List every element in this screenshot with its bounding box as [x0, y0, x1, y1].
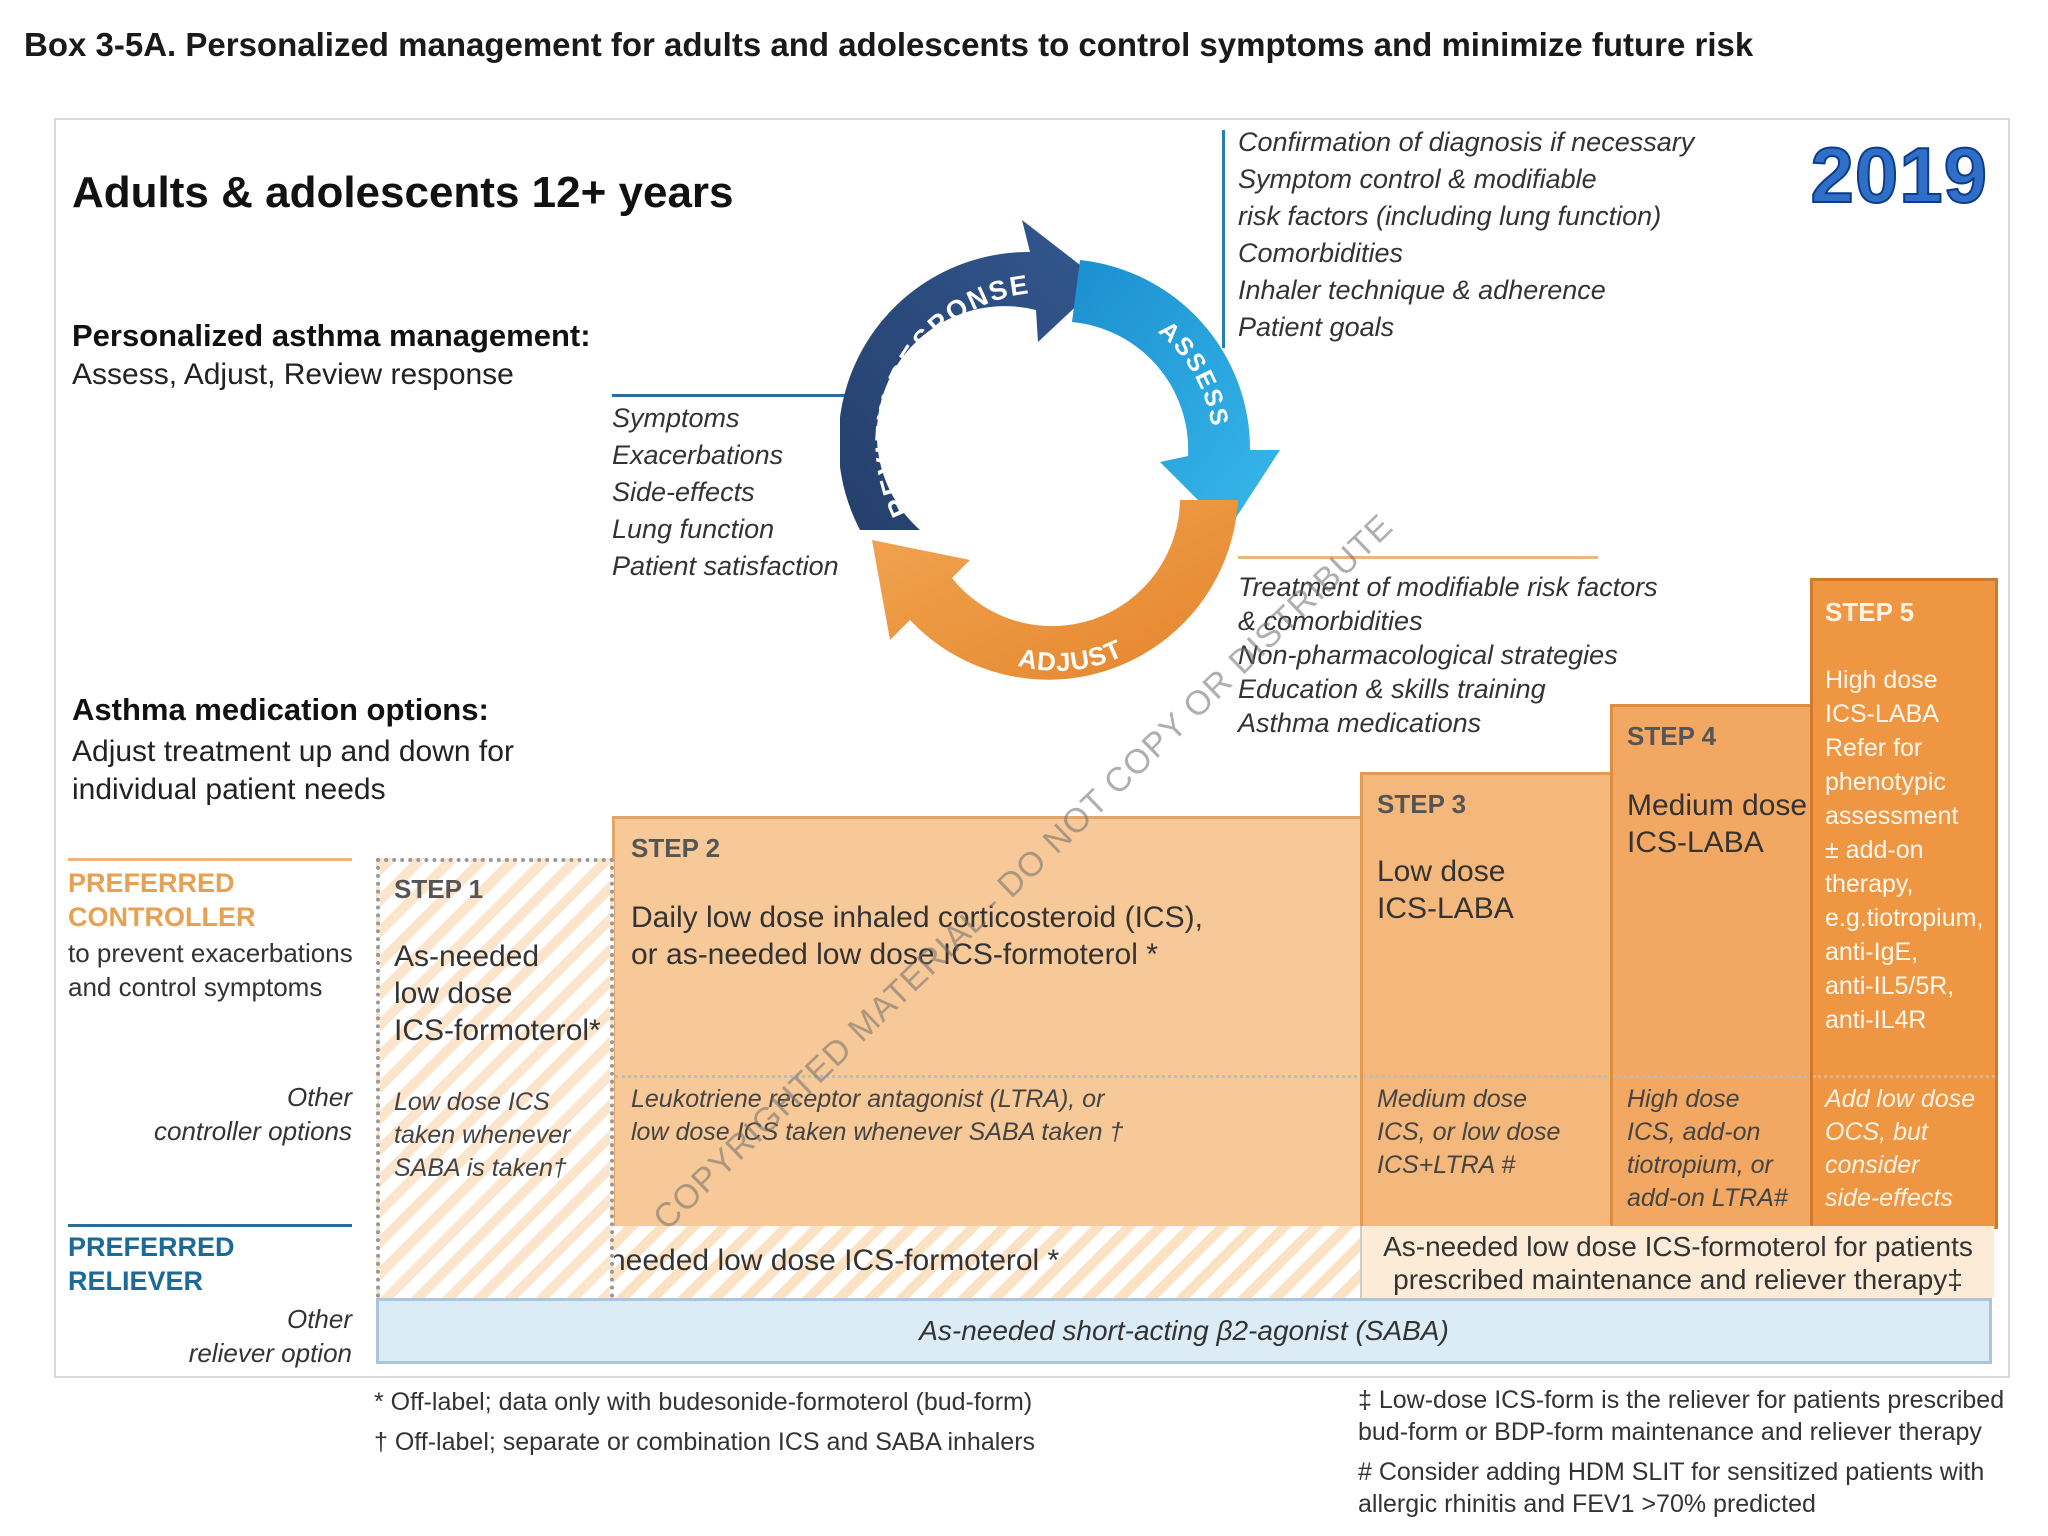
- step-1-other: Low dose ICS taken whenever SABA is take…: [394, 1088, 571, 1182]
- step-5-preferred: High dose ICS-LABA Refer for phenotypic …: [1825, 666, 1984, 1034]
- step-2-preferred: Daily low dose inhaled corticosteroid (I…: [631, 901, 1203, 971]
- step-5-other: Add low dose OCS, but consider side-effe…: [1825, 1085, 1976, 1212]
- step-3-other: Medium dose ICS, or low dose ICS+LTRA #: [1377, 1085, 1561, 1179]
- footnote-dagger: † Off-label; separate or combination ICS…: [374, 1428, 1036, 1456]
- year-badge: 2019: [1809, 130, 1988, 220]
- management-heading: Personalized asthma management:: [72, 318, 591, 353]
- medication-subheading: Adjust treatment up and down for individ…: [72, 735, 514, 806]
- step-3-separator: [1363, 1075, 1613, 1078]
- assess-connector-line: [1222, 130, 1225, 348]
- step-5-separator: [1813, 1075, 1995, 1078]
- footnote-star: * Off-label; data only with budesonide-f…: [374, 1388, 1033, 1416]
- assess-items: Confirmation of diagnosis if necessary S…: [1238, 127, 1695, 342]
- step-2-separator: [615, 1075, 1363, 1078]
- box-title: Box 3-5A. Personalized management for ad…: [24, 26, 1754, 63]
- medication-heading: Asthma medication options:: [72, 692, 489, 727]
- review-connector-line: [612, 394, 872, 397]
- preferred-controller-label: PREFERRED CONTROLLER: [68, 868, 256, 932]
- preferred-reliever-label: PREFERRED RELIEVER: [68, 1232, 235, 1296]
- step-1-preferred: As-needed low dose ICS-formoterol*: [394, 940, 601, 1047]
- review-response-label: REVIEW RESPONSE: [870, 269, 1032, 521]
- assess-arrow: [1072, 260, 1280, 530]
- assessment-cycle-diagram: REVIEW RESPONSE ASSESS ADJUST: [840, 220, 1280, 680]
- step-2-label: STEP 2: [631, 833, 721, 863]
- age-group-heading: Adults & adolescents 12+ years: [72, 168, 734, 217]
- reliever-divider: [68, 1224, 352, 1227]
- step-4-other: High dose ICS, add-on tiotropium, or add…: [1627, 1085, 1788, 1212]
- step-2-other: Leukotriene receptor antagonist (LTRA), …: [631, 1085, 1124, 1146]
- review-response-arrow: [840, 220, 1102, 530]
- preferred-controller-sub: to prevent exacerbations and control sym…: [68, 938, 353, 1002]
- adjust-arrow: [872, 500, 1238, 680]
- controller-divider: [68, 858, 352, 861]
- step-5-block: STEP 5 High dose ICS-LABA Refer for phen…: [1810, 578, 1998, 1229]
- step-3-block: STEP 3 Low dose ICS-LABA Medium dose ICS…: [1360, 772, 1613, 1229]
- step-4-separator: [1613, 1075, 1813, 1078]
- footnote-double-dagger: ‡ Low-dose ICS-form is the reliever for …: [1358, 1386, 2005, 1446]
- review-items: Symptoms Exacerbations Side-effects Lung…: [612, 403, 839, 581]
- saba-reliever-text: As-needed short-acting β2-agonist (SABA): [919, 1315, 1449, 1346]
- other-controller-label: Other controller options: [154, 1082, 352, 1146]
- management-subheading: Assess, Adjust, Review response: [72, 358, 514, 391]
- step-4-preferred: Medium dose ICS-LABA: [1627, 789, 1808, 859]
- saba-reliever-band: As-needed short-acting β2-agonist (SABA): [376, 1298, 1992, 1364]
- reliever-steps-1-2-text: As-needed low dose ICS-formoterol *: [564, 1244, 1060, 1277]
- step-2-block: STEP 2 Daily low dose inhaled corticoste…: [612, 816, 1363, 1229]
- step-5-label: STEP 5: [1825, 597, 1915, 627]
- adjust-items: Treatment of modifiable risk factors & c…: [1238, 572, 1658, 738]
- step-1-label: STEP 1: [394, 874, 484, 904]
- step-3-label: STEP 3: [1377, 789, 1467, 819]
- reliever-band-steps-3-5: As-needed low dose ICS-formoterol for pa…: [1360, 1226, 1994, 1298]
- step-4-label: STEP 4: [1627, 721, 1717, 751]
- other-reliever-label: Other reliever option: [188, 1304, 352, 1368]
- adjust-connector-line: [1238, 556, 1598, 559]
- footnote-hash: # Consider adding HDM SLIT for sensitize…: [1358, 1458, 1985, 1518]
- step-1-block: STEP 1 As-needed low dose ICS-formoterol…: [376, 858, 614, 1306]
- reliever-steps-3-5-text: As-needed low dose ICS-formoterol for pa…: [1383, 1231, 1973, 1295]
- step-3-preferred: Low dose ICS-LABA: [1377, 855, 1514, 925]
- step-4-block: STEP 4 Medium dose ICS-LABA High dose IC…: [1610, 704, 1813, 1229]
